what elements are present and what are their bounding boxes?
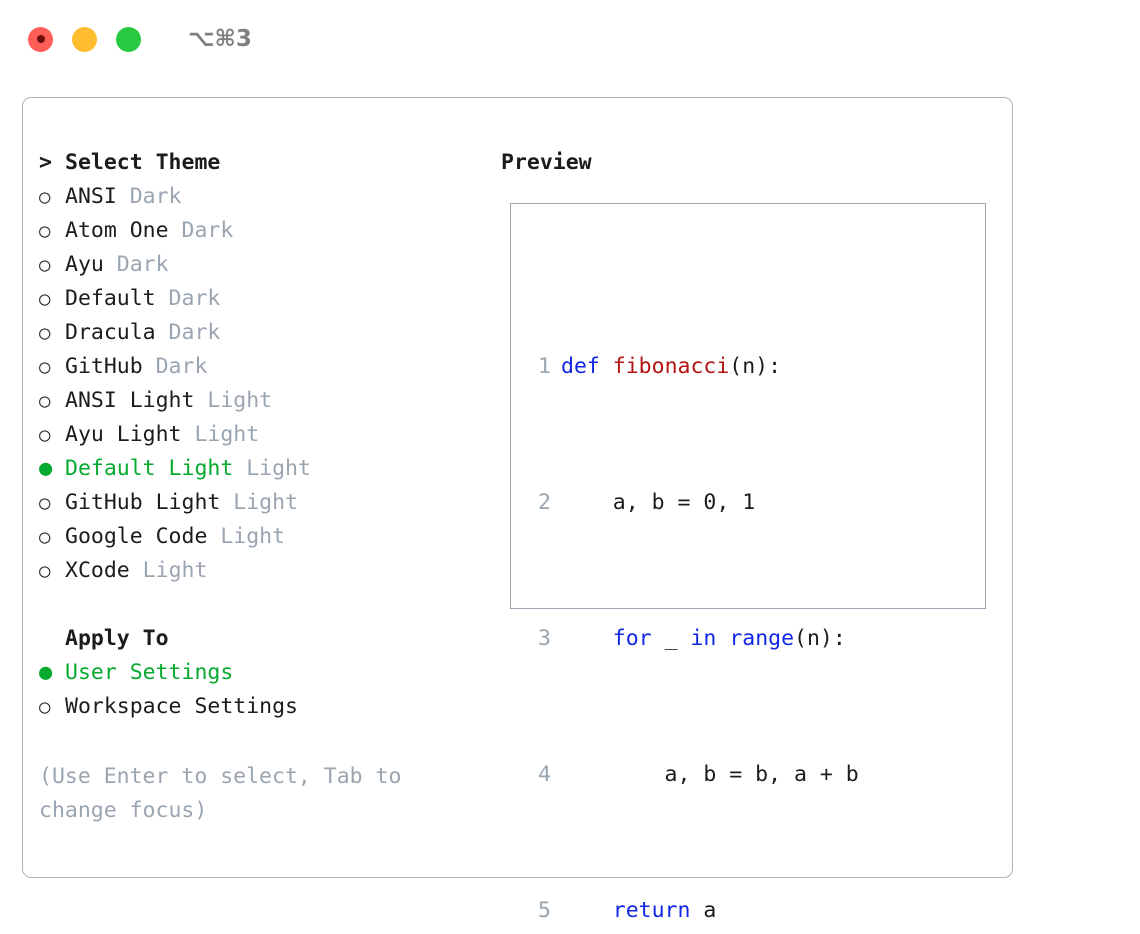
apply-to-title: Apply To xyxy=(65,626,169,651)
theme-option-xcode[interactable]: ○ XCode Light xyxy=(39,554,479,588)
code-token xyxy=(561,894,613,928)
theme-option-label: Default Light xyxy=(65,456,234,481)
theme-option-github-light[interactable]: ○ GitHub Light Light xyxy=(39,486,479,520)
theme-option-label: XCode xyxy=(65,558,130,583)
theme-option-label: Ayu xyxy=(65,252,104,277)
titlebar: ⌥⌘3 xyxy=(0,0,1140,78)
code-token: a xyxy=(690,898,717,923)
radio-unselected-icon: ○ xyxy=(39,322,51,344)
code-token: for xyxy=(612,626,652,651)
code-token xyxy=(561,622,613,656)
radio-unselected-icon: ○ xyxy=(39,560,51,582)
theme-option-tag: Dark xyxy=(168,218,234,243)
theme-option-ayu-light[interactable]: ○ Ayu Light Light xyxy=(39,418,479,452)
apply-to-section-title-row: Apply To xyxy=(39,622,479,656)
code-line: 1 def fibonacci (n): xyxy=(525,350,898,384)
code-token xyxy=(716,622,729,656)
theme-option-tag: Light xyxy=(129,558,208,583)
code-token: def xyxy=(561,354,600,379)
theme-option-tag: Dark xyxy=(103,252,169,277)
theme-option-label: ANSI Light xyxy=(65,388,195,413)
radio-unselected-icon: ○ xyxy=(39,186,51,208)
theme-option-tag: Dark xyxy=(155,286,221,311)
theme-option-ansi-light[interactable]: ○ ANSI Light Light xyxy=(39,384,479,418)
code-token: return xyxy=(612,898,691,923)
theme-selector-panel: > Select Theme ○ ANSI Dark ○ Atom One Da… xyxy=(22,97,1013,923)
theme-option-label: Default xyxy=(65,286,156,311)
theme-option-label: Atom One xyxy=(65,218,169,243)
code-token: a, b = b, a + b xyxy=(561,762,859,787)
theme-option-label: Ayu Light xyxy=(65,422,182,447)
code-token: _ xyxy=(651,626,691,651)
theme-option-tag: Light xyxy=(207,524,286,549)
theme-option-label: GitHub Light xyxy=(65,490,221,515)
radio-unselected-icon: ○ xyxy=(39,220,51,242)
theme-option-google-code[interactable]: ○ Google Code Light xyxy=(39,520,479,554)
code-line: 3 for _ in range (n): xyxy=(525,622,898,656)
apply-to-option-workspace-settings[interactable]: ○ Workspace Settings xyxy=(39,690,479,724)
theme-option-ansi[interactable]: ○ ANSI Dark xyxy=(39,180,479,214)
minimize-button-icon[interactable] xyxy=(72,26,97,52)
theme-option-label: Dracula xyxy=(65,320,156,345)
apply-to-option-user-settings[interactable]: ● User Settings xyxy=(39,656,479,690)
keyboard-hint-text: (Use Enter to select, Tab to change focu… xyxy=(39,764,415,823)
theme-option-tag: Light xyxy=(220,490,299,515)
radio-unselected-icon: ○ xyxy=(39,356,51,378)
code-token: (n): xyxy=(729,354,782,379)
radio-unselected-icon: ○ xyxy=(39,492,51,514)
theme-option-tag: Light xyxy=(194,388,273,413)
window-controls xyxy=(28,26,141,52)
code-line: 2 a, b = 0, 1 xyxy=(525,486,898,520)
prompt-caret-icon: > xyxy=(39,150,52,175)
radio-unselected-icon: ○ xyxy=(39,288,51,310)
code-line: 4 a, b = b, a + b xyxy=(525,758,898,792)
line-number: 3 xyxy=(538,626,551,651)
preview-code: 1 def fibonacci (n): 2 a, b = 0, 1 3 xyxy=(525,248,898,934)
line-number: 1 xyxy=(538,354,551,379)
preview-title: Preview xyxy=(501,150,592,175)
theme-option-default-light[interactable]: ● Default Light Light xyxy=(39,452,479,486)
code-line: 5 return a xyxy=(525,894,898,928)
theme-option-ayu[interactable]: ○ Ayu Dark xyxy=(39,248,479,282)
code-token: a, b = 0, 1 xyxy=(561,490,756,515)
radio-unselected-icon: ○ xyxy=(39,424,51,446)
code-token: range xyxy=(729,626,795,651)
line-number: 4 xyxy=(538,762,551,787)
theme-option-atom-one[interactable]: ○ Atom One Dark xyxy=(39,214,479,248)
theme-list-header: > Select Theme xyxy=(39,146,479,180)
theme-option-tag: Dark xyxy=(142,354,208,379)
theme-option-tag: Light xyxy=(181,422,260,447)
radio-unselected-icon: ○ xyxy=(39,254,51,276)
theme-option-tag: Dark xyxy=(155,320,221,345)
apply-to-option-label: User Settings xyxy=(65,660,234,685)
theme-option-label: ANSI xyxy=(65,184,117,209)
radio-unselected-icon: ○ xyxy=(39,696,51,718)
maximize-button-icon[interactable] xyxy=(116,26,141,52)
keyboard-shortcut-label: ⌥⌘3 xyxy=(188,25,252,52)
line-number: 2 xyxy=(538,490,551,515)
radio-selected-icon: ● xyxy=(39,660,53,685)
theme-option-label: Google Code xyxy=(65,524,208,549)
theme-option-tag: Dark xyxy=(116,184,182,209)
line-number: 5 xyxy=(538,898,551,923)
theme-option-tag: Light xyxy=(233,456,311,481)
preview-box: 1 def fibonacci (n): 2 a, b = 0, 1 3 xyxy=(510,203,986,923)
theme-option-label: GitHub xyxy=(65,354,143,379)
code-token: (n): xyxy=(794,626,846,651)
code-token: fibonacci xyxy=(612,354,730,379)
radio-unselected-icon: ○ xyxy=(39,390,51,412)
close-button-icon[interactable] xyxy=(28,26,53,52)
code-token: in xyxy=(690,626,717,651)
apply-to-option-label: Workspace Settings xyxy=(65,694,298,719)
code-token xyxy=(600,350,613,384)
theme-list: > Select Theme ○ ANSI Dark ○ Atom One Da… xyxy=(39,146,479,724)
theme-option-dracula[interactable]: ○ Dracula Dark xyxy=(39,316,479,350)
preview-section: Preview xyxy=(501,146,991,180)
radio-unselected-icon: ○ xyxy=(39,526,51,548)
radio-selected-icon: ● xyxy=(39,456,53,481)
theme-option-default[interactable]: ○ Default Dark xyxy=(39,282,479,316)
theme-option-github[interactable]: ○ GitHub Dark xyxy=(39,350,479,384)
theme-list-title: Select Theme xyxy=(65,150,221,175)
list-spacer xyxy=(39,588,479,622)
